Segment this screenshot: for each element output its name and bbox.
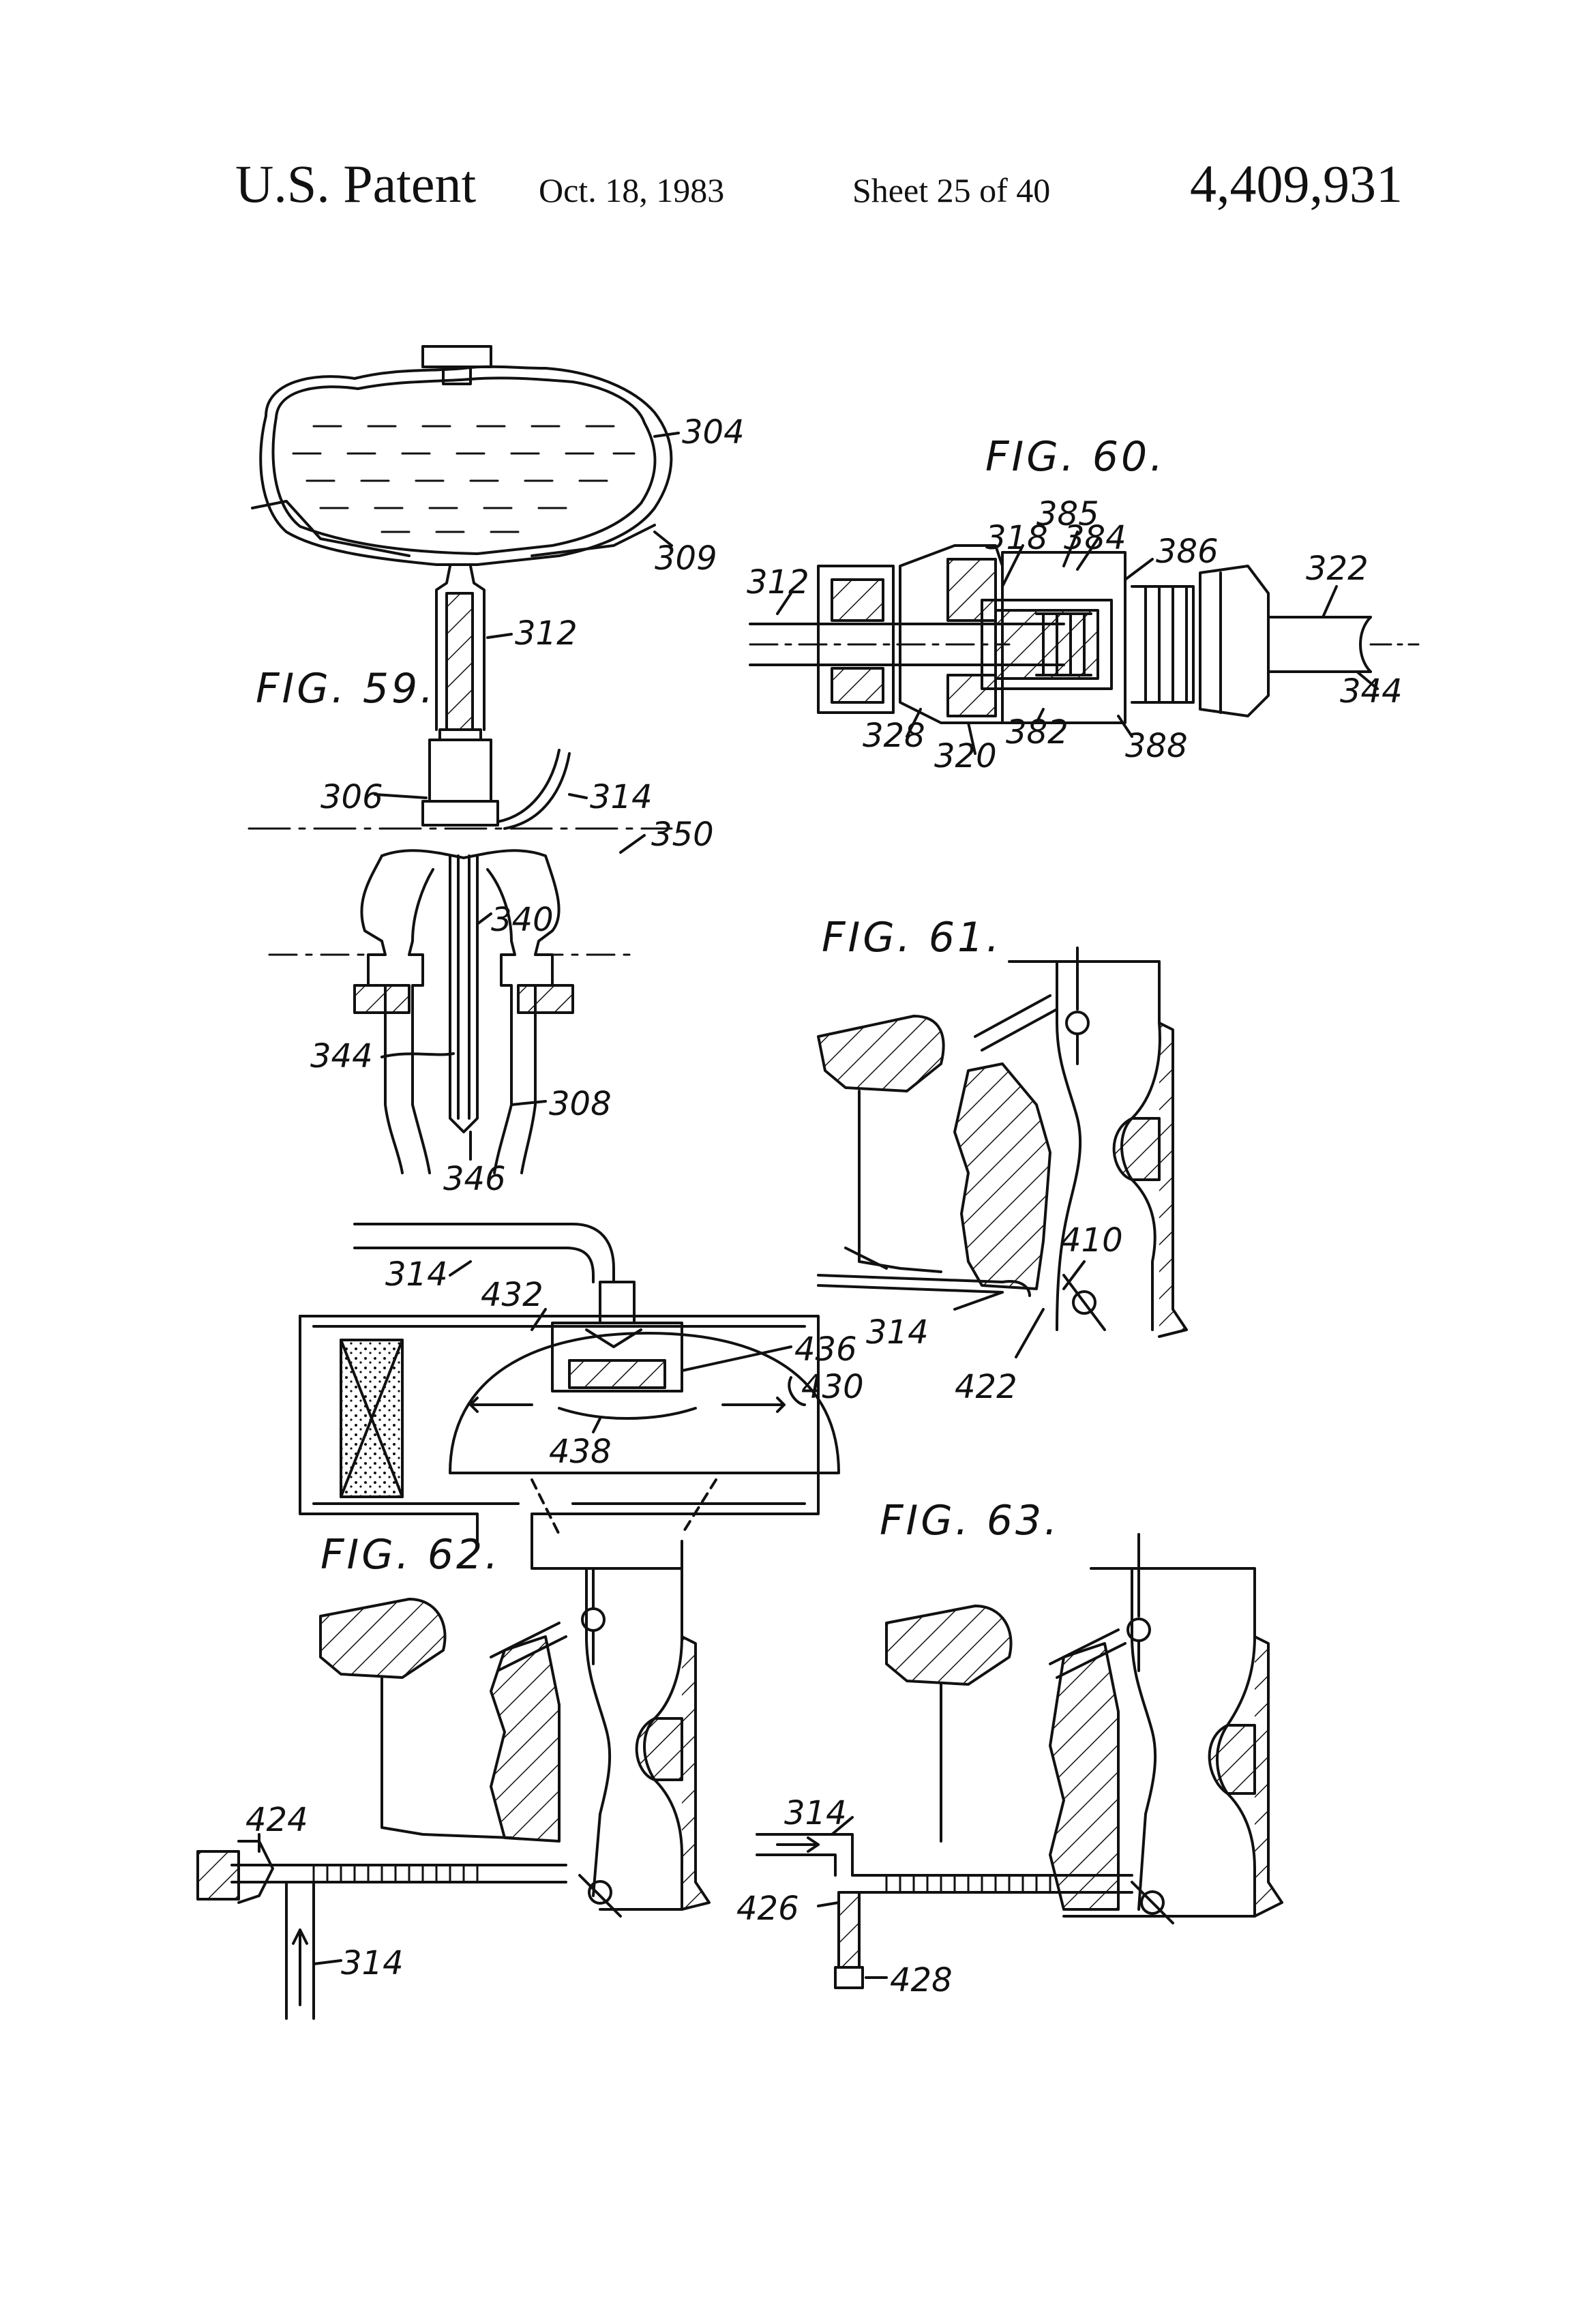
ref-386: 386 xyxy=(1156,533,1219,571)
ref-318: 318 xyxy=(985,519,1048,557)
ref-388: 388 xyxy=(1125,727,1188,765)
fig62-title: FIG. 62. xyxy=(320,1531,501,1579)
ref-320: 320 xyxy=(934,737,997,775)
ref-422: 422 xyxy=(955,1368,1017,1406)
ref-346: 346 xyxy=(443,1160,506,1198)
ref-340: 340 xyxy=(491,901,554,939)
ref-424: 424 xyxy=(245,1801,308,1839)
ref-314-a: 314 xyxy=(590,778,653,816)
ref-314-c: 314 xyxy=(385,1255,448,1294)
ref-426: 426 xyxy=(736,1890,799,1928)
ref-438: 438 xyxy=(549,1433,612,1471)
ref-430: 430 xyxy=(801,1368,864,1406)
fig63-drawing xyxy=(757,1534,1282,1988)
ref-314-e: 314 xyxy=(784,1794,847,1832)
fig61-drawing xyxy=(818,948,1186,1357)
ref-344-a: 344 xyxy=(310,1037,373,1075)
ref-328: 328 xyxy=(863,717,925,755)
ref-304: 304 xyxy=(682,413,745,451)
ref-410: 410 xyxy=(1060,1221,1123,1260)
fig59-title: FIG. 59. xyxy=(256,665,436,713)
ref-384: 384 xyxy=(1064,519,1126,557)
ref-382: 382 xyxy=(1006,713,1069,751)
ref-314-d: 314 xyxy=(341,1944,404,1982)
ref-309: 309 xyxy=(655,539,717,578)
ref-314-b: 314 xyxy=(866,1313,929,1352)
ref-436: 436 xyxy=(794,1330,857,1369)
ref-312-b: 312 xyxy=(747,563,809,601)
ref-322: 322 xyxy=(1306,550,1369,588)
ref-428: 428 xyxy=(890,1961,953,1999)
ref-432: 432 xyxy=(481,1276,543,1314)
ref-350: 350 xyxy=(651,816,714,854)
ref-344-b: 344 xyxy=(1340,672,1403,711)
fig60-title: FIG. 60. xyxy=(985,433,1165,481)
ref-306: 306 xyxy=(320,778,383,816)
ref-312-a: 312 xyxy=(515,614,578,653)
fig61-title: FIG. 61. xyxy=(822,914,1002,962)
fig63-title: FIG. 63. xyxy=(880,1497,1060,1545)
ref-308: 308 xyxy=(549,1085,612,1123)
